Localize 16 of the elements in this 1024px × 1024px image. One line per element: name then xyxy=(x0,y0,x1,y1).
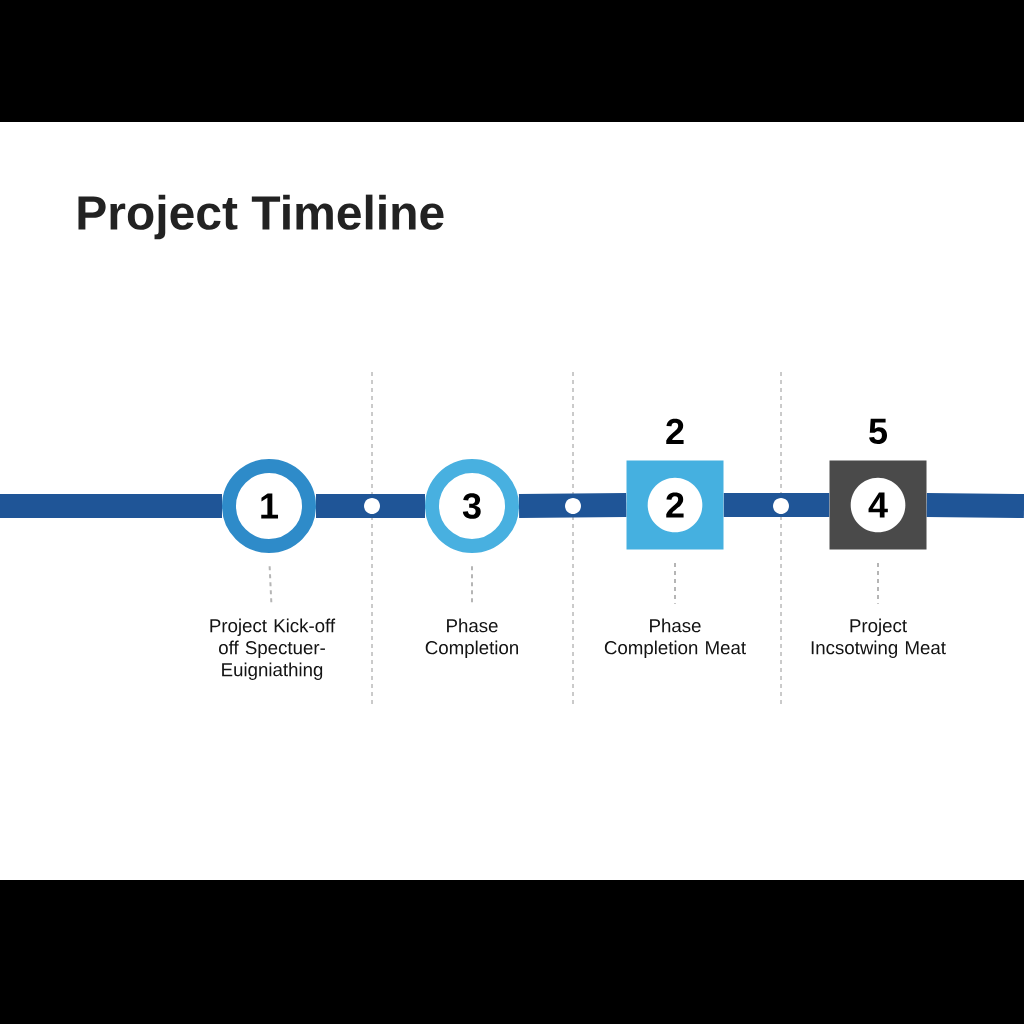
title: Project Timeline xyxy=(78,194,444,240)
milestone-caption: Project Incsotwing Meat xyxy=(811,618,946,658)
milestone-square: 4 5 xyxy=(829,418,927,550)
timeline-bar xyxy=(316,494,425,518)
leader-line xyxy=(471,565,473,605)
timeline-bar xyxy=(518,493,627,518)
node-label: 2 xyxy=(666,418,684,444)
leader-line xyxy=(877,562,879,605)
milestone-square: 2 2 xyxy=(626,418,724,550)
milestone-caption: Phase Completion Meat xyxy=(604,618,746,658)
milestone-caption: Project Kick-off off Spectuer- Euigniathing xyxy=(210,618,336,680)
timeline-bar xyxy=(723,493,830,517)
milestone-caption: Phase Completion xyxy=(425,618,518,658)
leader-line xyxy=(268,565,273,605)
node-label: 5 xyxy=(869,418,888,444)
leader-line xyxy=(674,562,676,605)
